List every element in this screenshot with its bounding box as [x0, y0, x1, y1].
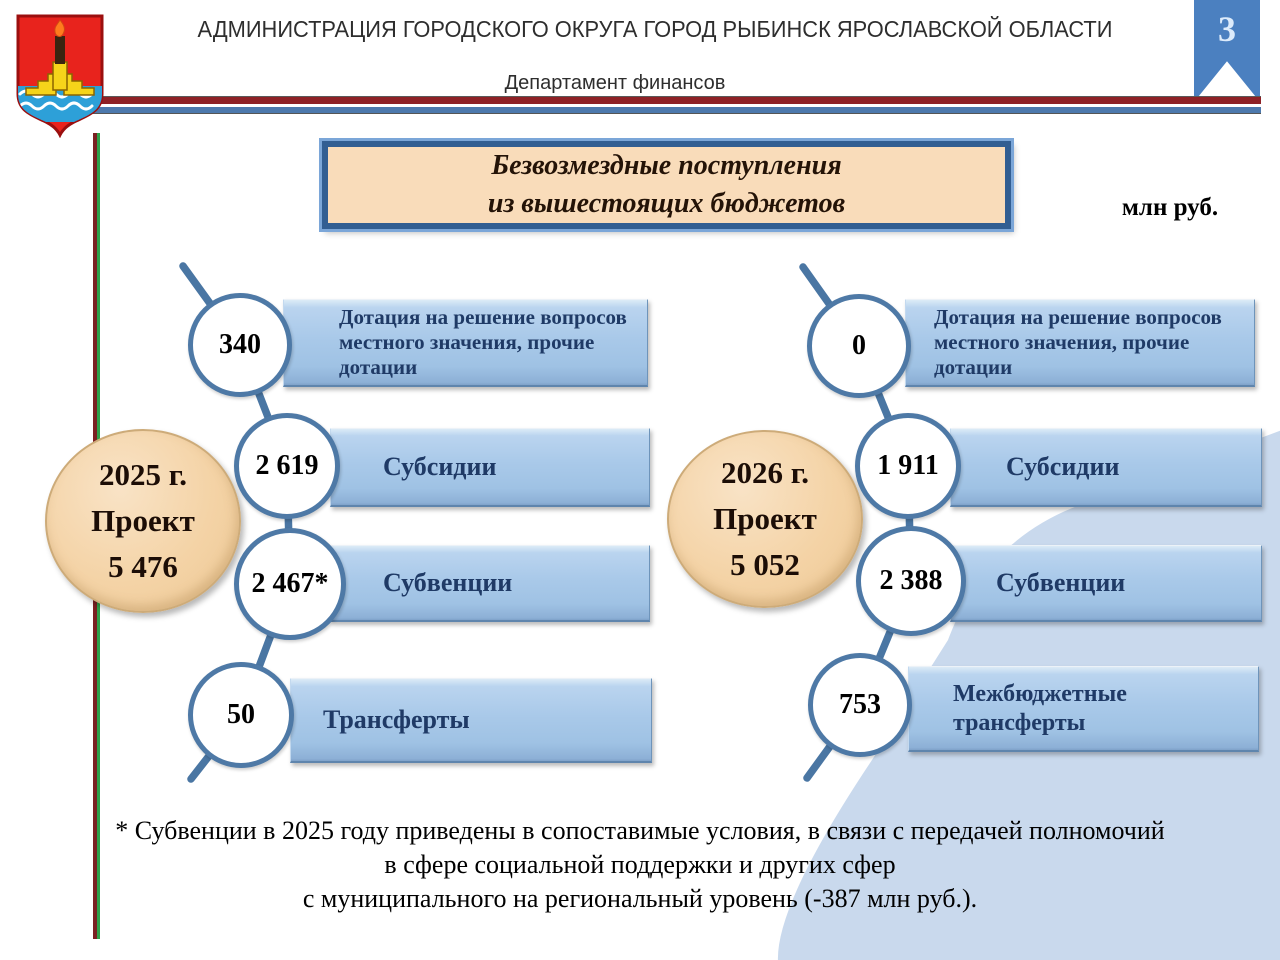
value: 753	[839, 689, 881, 720]
category-label: Субвенции	[383, 568, 513, 597]
value-circle-subvencii-2025: 2 467*	[234, 528, 346, 640]
value: 1 911	[877, 450, 939, 481]
year-total: 5 052	[730, 547, 800, 582]
value-circle-dotacii-2025: 340	[188, 293, 292, 397]
value: 340	[219, 329, 261, 360]
category-label: Субсидии	[1006, 452, 1120, 481]
separator-blue-line	[56, 107, 1261, 114]
value-circle-subsidii-2025: 2 619	[234, 413, 340, 519]
project-label: Проект	[713, 501, 817, 536]
slide-title-line2: из вышестоящих бюджетов	[487, 188, 846, 219]
category-label: Дотация на решение вопросов местного зна…	[934, 305, 1222, 379]
slide-title-box: Безвозмездные поступления из вышестоящих…	[322, 141, 1011, 229]
value: 2 388	[879, 565, 943, 596]
category-box-transferty-2025: Трансферты	[290, 678, 652, 763]
value-circle-transferty-2026: 753	[808, 653, 912, 757]
value: 50	[227, 699, 255, 730]
category-box-subsidii-2025: Субсидии	[330, 428, 650, 507]
category-box-subvencii-2025: Субвенции	[330, 545, 650, 622]
footnote-line1: * Субвенции в 2025 году приведены в сопо…	[115, 816, 1165, 845]
coat-of-arms-icon	[16, 14, 104, 138]
category-label: Дотация на решение вопросов местного зна…	[339, 305, 627, 379]
footnote-line3: с муниципального на региональный уровень…	[302, 884, 978, 913]
category-box-dotacii-2025: Дотация на решение вопросов местного зна…	[283, 299, 648, 387]
footnote-line2: в сфере социальной поддержки и других сф…	[384, 850, 896, 879]
header-title: АДМИНИСТРАЦИЯ ГОРОДСКОГО ОКРУГА ГОРОД РЫ…	[197, 16, 1113, 42]
value: 2 619	[255, 450, 319, 481]
header-subtitle: Департамент финансов	[504, 72, 726, 94]
category-label: Межбюджетные трансферты	[953, 680, 1127, 736]
separator-red-line	[56, 96, 1261, 104]
separator-gap	[56, 104, 1261, 107]
year-total-circle-2026: 2026 г. Проект 5 052	[667, 430, 863, 608]
slide-title-line1: Безвозмездные поступления	[491, 150, 842, 181]
value-circle-transferty-2025: 50	[188, 662, 294, 768]
footnote: * Субвенции в 2025 году приведены в сопо…	[0, 814, 1280, 916]
year-total: 5 476	[108, 549, 178, 584]
category-box-mezhbyudzhetnye-2026: Межбюджетные трансферты	[908, 666, 1259, 752]
value-circle-subsidii-2026: 1 911	[855, 413, 961, 519]
units-label: млн руб.	[1121, 194, 1219, 221]
category-box-dotacii-2026: Дотация на решение вопросов местного зна…	[905, 299, 1255, 387]
value-circle-dotacii-2026: 0	[807, 294, 911, 398]
page-number-bookmark: 3	[1194, 0, 1260, 102]
value: 0	[852, 330, 866, 361]
category-box-subvencii-2026: Субвенции	[950, 545, 1262, 622]
page-number: 3	[1218, 9, 1236, 49]
value-circle-subvencii-2026: 2 388	[856, 526, 966, 636]
category-label: Субвенции	[996, 568, 1126, 597]
header-separator	[56, 96, 1261, 114]
year-label: 2026 г.	[720, 455, 810, 490]
value: 2 467*	[251, 568, 329, 599]
year-total-circle-2025: 2025 г. Проект 5 476	[45, 429, 241, 613]
category-label: Трансферты	[323, 705, 470, 734]
category-label: Субсидии	[383, 452, 497, 481]
category-box-subsidii-2026: Субсидии	[950, 428, 1262, 507]
project-label: Проект	[91, 503, 195, 538]
year-label: 2025 г.	[98, 457, 188, 492]
